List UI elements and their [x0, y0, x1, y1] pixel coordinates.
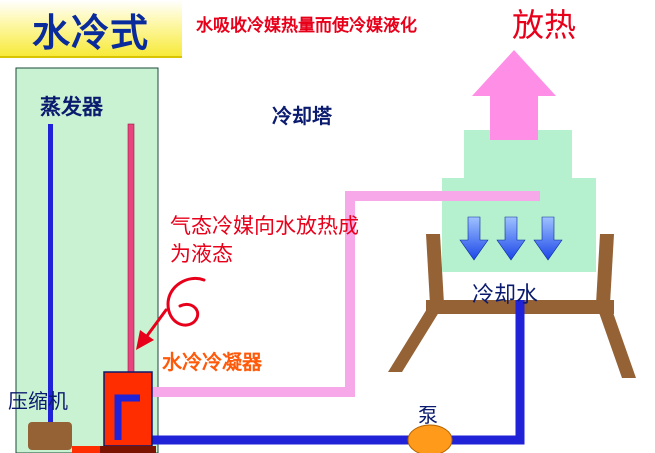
- pump-icon: [407, 424, 453, 453]
- cooling-tower-frame: [388, 234, 636, 378]
- evaporator-label: 蒸发器: [40, 95, 103, 119]
- gas-refrigerant-note: 气态冷媒向水放热成为液态: [170, 214, 359, 266]
- annotation-arrowhead-icon: [136, 330, 154, 350]
- evaporator-tube-right: [127, 123, 135, 373]
- condenser-base: [100, 446, 156, 453]
- annotation-six-icon: [166, 277, 206, 327]
- compressor-base: [72, 446, 100, 453]
- cooling-tower-label: 冷却塔: [272, 104, 332, 128]
- page-title: 水冷式: [32, 11, 150, 55]
- pump-label: 泵: [418, 403, 438, 427]
- water-pipe-bottom: [130, 300, 525, 445]
- condenser-label: 水冷冷凝器: [162, 350, 262, 374]
- compressor-unit: [28, 422, 72, 450]
- compressor-label: 压缩机: [8, 389, 68, 413]
- annotation-arrow-line: [142, 308, 168, 342]
- subtitle: 水吸收冷媒热量而使冷媒液化: [196, 16, 417, 36]
- refrigerant-pipe: [152, 191, 540, 397]
- cooling-water-label: 冷却水: [472, 283, 539, 308]
- cooling-down-arrows: [459, 216, 563, 261]
- heat-release-arrow: [472, 50, 556, 140]
- title-banner: 水冷式: [0, 0, 182, 58]
- heat-release-label: 放热: [512, 6, 577, 44]
- condenser-water-coil: [114, 394, 140, 440]
- evaporator-tube-left: [48, 124, 53, 424]
- condenser-unit: [103, 371, 153, 447]
